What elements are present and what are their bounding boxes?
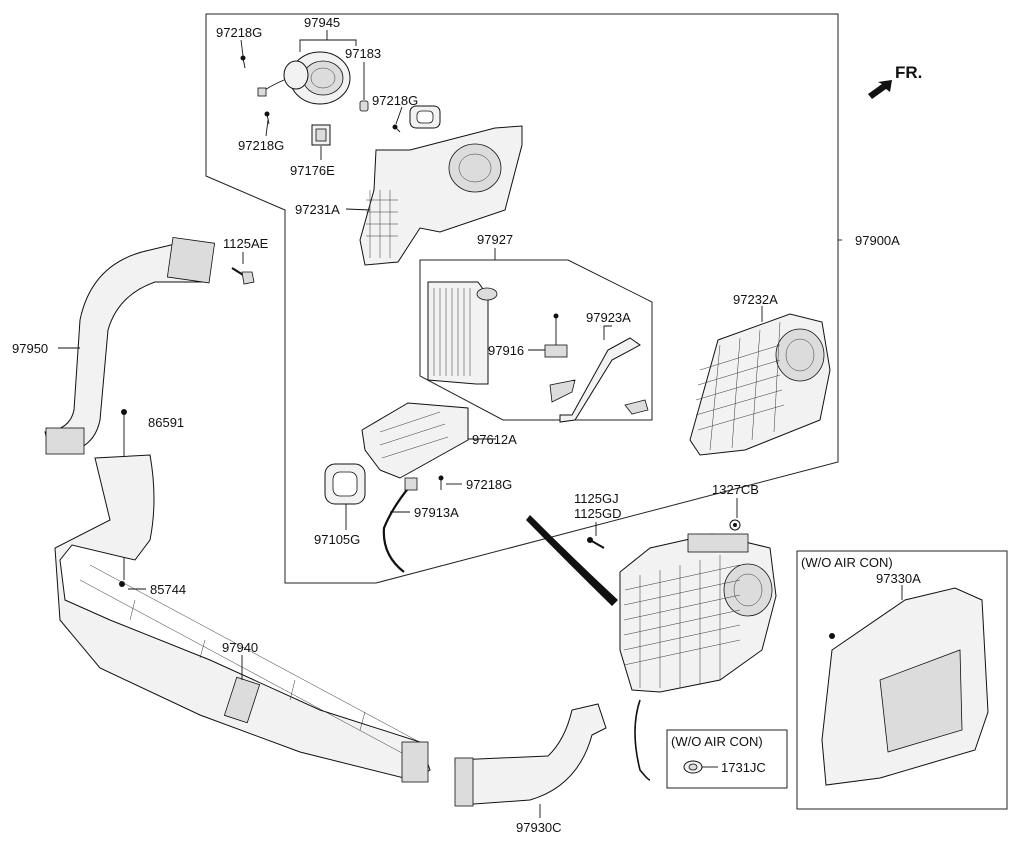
callout-1125GD: 1125GD (574, 506, 621, 521)
callout-97232A: 97232A (733, 292, 778, 307)
clip-97183 (359, 100, 369, 112)
callout-97105G: 97105G (314, 532, 360, 547)
nut-1327CB (729, 519, 741, 531)
wo-air-con-box-small (666, 729, 788, 789)
blower-case-assembly (619, 533, 777, 781)
wo-air-con-box-large (796, 550, 1008, 810)
grommet-1731JC (683, 760, 703, 774)
callout-97330A: 97330A (876, 571, 921, 586)
callout-97923A: 97923A (586, 310, 631, 325)
rear-duct-97940 (54, 454, 431, 783)
blower-motor (257, 51, 351, 105)
pipe-97923A (549, 337, 649, 423)
screw-85744 (119, 581, 125, 587)
callout-97218G: 97218G (238, 138, 284, 153)
cover-97330A (821, 587, 989, 786)
screw-86591 (121, 409, 127, 424)
assembly-frame (205, 13, 839, 584)
callout-1327CB: 1327CB (712, 482, 759, 497)
callout-97940: 97940 (222, 640, 258, 655)
callout-97218G: 97218G (372, 93, 418, 108)
callout-97612A: 97612A (472, 432, 517, 447)
callout-1125AE: 1125AE (223, 236, 269, 251)
callout-97913A: 97913A (414, 505, 459, 520)
callout-97945: 97945 (304, 15, 340, 30)
direction-label: FR. (895, 63, 922, 82)
drain-pan-97612A (361, 402, 469, 479)
screw-icon (438, 475, 444, 490)
assembly-indicator-arrow (526, 515, 618, 606)
duct-97950 (44, 236, 216, 455)
duct-97930C (454, 703, 607, 807)
wo-air-con-label-small: (W/O AIR CON) (671, 734, 763, 749)
callout-97916: 97916 (488, 343, 524, 358)
screw-icon (392, 124, 401, 133)
screw-icon (240, 55, 246, 69)
callout-97930C: 97930C (516, 820, 562, 835)
leader-lines (58, 30, 903, 818)
callout-97218G: 97218G (466, 477, 512, 492)
case-97232A (689, 313, 831, 456)
gasket-top (409, 105, 441, 129)
subgroup-frame (419, 259, 653, 421)
wo-air-con-label-large: (W/O AIR CON) (801, 555, 893, 570)
callout-97183: 97183 (345, 46, 381, 61)
heater-core (427, 281, 498, 385)
callout-97950: 97950 (12, 341, 48, 356)
bolt-1125AE (231, 267, 255, 285)
callout-1731JC: 1731JC (721, 760, 766, 775)
clamp-97916 (544, 313, 568, 358)
callout-97231A: 97231A (295, 202, 340, 217)
callout-97927: 97927 (477, 232, 513, 247)
callout-97900A: 97900A (855, 233, 900, 248)
front-direction-arrow-icon (868, 80, 892, 99)
screw-icon (264, 111, 270, 125)
callout-86591: 86591 (148, 415, 184, 430)
drain-hose-97913A (382, 477, 418, 573)
callout-97176E: 97176E (290, 163, 335, 178)
blower-case-97231A (359, 125, 523, 266)
callout-85744: 85744 (150, 582, 186, 597)
resistor-97176E (311, 124, 331, 146)
seal-97105G (324, 463, 366, 505)
callout-1125GJ: 1125GJ (574, 491, 619, 506)
callout-97218G: 97218G (216, 25, 262, 40)
bolt-1125GJ (587, 537, 605, 549)
